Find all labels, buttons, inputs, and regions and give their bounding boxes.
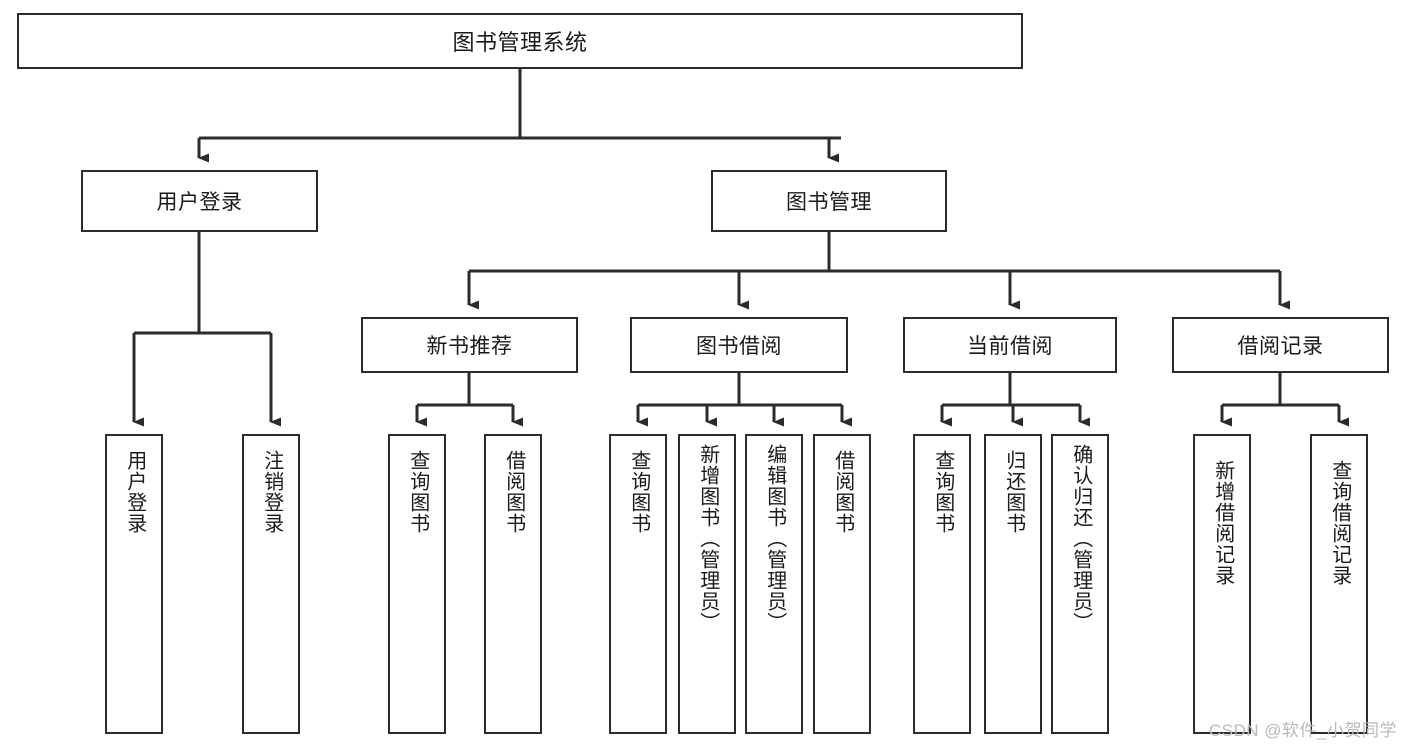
node-current-borrow-label: 当前借阅 <box>967 335 1053 358</box>
node-query-book-3[interactable]: 查询图书 <box>913 434 971 734</box>
node-add-borrow-record-label: 新增借阅记录 <box>1211 460 1234 586</box>
node-book-manage[interactable]: 图书管理 <box>711 170 947 232</box>
node-query-book-2-label: 查询图书 <box>627 450 650 534</box>
node-return-book-label: 归还图书 <box>1002 450 1025 534</box>
node-borrow-book-2[interactable]: 借阅图书 <box>813 434 871 734</box>
node-root[interactable]: 图书管理系统 <box>17 13 1023 69</box>
node-new-book-recommend-label: 新书推荐 <box>426 335 513 358</box>
node-book-borrow-label: 图书借阅 <box>696 335 782 358</box>
node-return-book[interactable]: 归还图书 <box>984 434 1042 734</box>
node-add-book-admin[interactable]: 新增图书（管理员） <box>678 434 736 734</box>
node-user-login-do-label: 用户登录 <box>123 450 146 534</box>
node-borrow-record[interactable]: 借阅记录 <box>1172 317 1389 373</box>
node-edit-book-admin-label: 编辑图书（管理员） <box>763 444 786 633</box>
node-borrow-book-1-label: 借阅图书 <box>502 450 525 534</box>
node-query-book-1[interactable]: 查询图书 <box>388 434 446 734</box>
node-book-manage-label: 图书管理 <box>786 191 872 214</box>
node-add-borrow-record[interactable]: 新增借阅记录 <box>1193 434 1251 734</box>
node-borrow-book-2-label: 借阅图书 <box>831 450 854 534</box>
node-book-borrow[interactable]: 图书借阅 <box>630 317 848 373</box>
node-user-logout[interactable]: 注销登录 <box>242 434 300 734</box>
node-query-book-1-label: 查询图书 <box>406 450 429 534</box>
node-user-login-label: 用户登录 <box>156 191 243 214</box>
node-borrow-record-label: 借阅记录 <box>1237 335 1324 358</box>
node-confirm-return-admin-label: 确认归还（管理员） <box>1069 444 1092 633</box>
node-edit-book-admin[interactable]: 编辑图书（管理员） <box>745 434 803 734</box>
node-root-label: 图书管理系统 <box>452 30 588 55</box>
node-user-login[interactable]: 用户登录 <box>81 170 318 232</box>
node-user-login-do[interactable]: 用户登录 <box>105 434 163 734</box>
node-add-book-admin-label: 新增图书（管理员） <box>696 444 719 633</box>
node-query-borrow-record[interactable]: 查询借阅记录 <box>1310 434 1368 734</box>
node-user-logout-label: 注销登录 <box>260 450 283 534</box>
node-query-book-3-label: 查询图书 <box>931 450 954 534</box>
node-query-book-2[interactable]: 查询图书 <box>609 434 667 734</box>
node-query-borrow-record-label: 查询借阅记录 <box>1328 460 1351 586</box>
node-current-borrow[interactable]: 当前借阅 <box>903 317 1117 373</box>
node-borrow-book-1[interactable]: 借阅图书 <box>484 434 542 734</box>
node-new-book-recommend[interactable]: 新书推荐 <box>361 317 578 373</box>
watermark: CSDN @软件_小贺同学 <box>1208 721 1397 740</box>
node-confirm-return-admin[interactable]: 确认归还（管理员） <box>1051 434 1109 734</box>
